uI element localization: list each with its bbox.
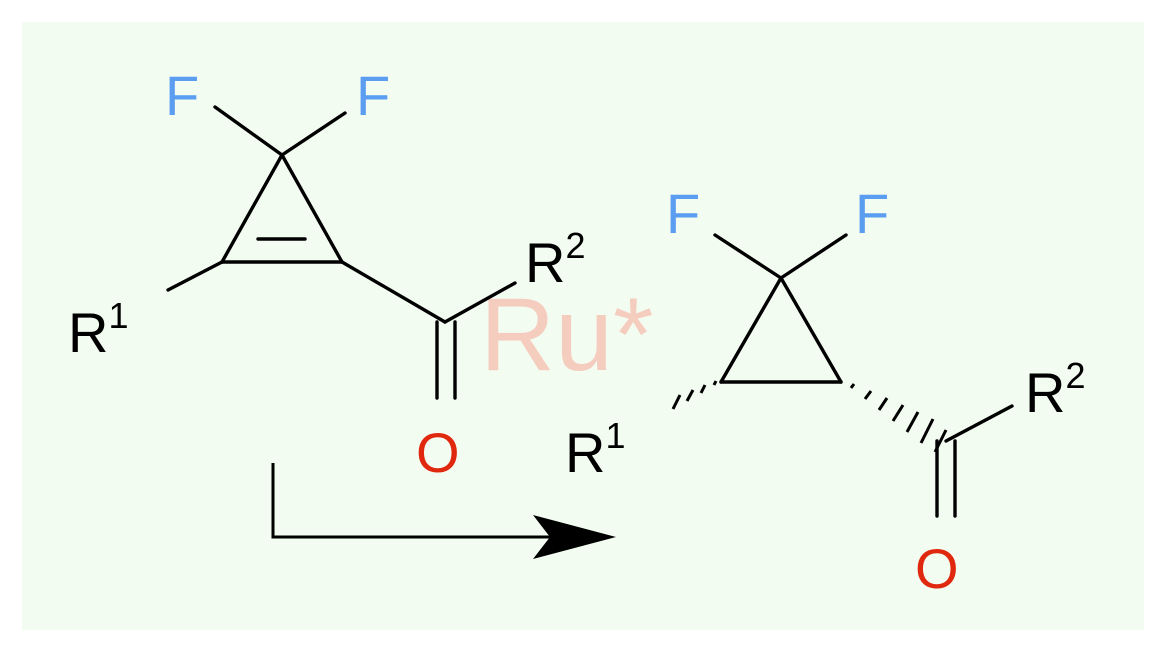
reactant-r2-label: R2	[525, 225, 585, 294]
product-oxygen: O	[915, 537, 959, 600]
catalyst-label: Ru*	[480, 277, 653, 393]
reactant-oxygen: O	[416, 421, 460, 484]
reactant-fluorine-right: F	[356, 64, 390, 127]
product-r1-label: R1	[565, 415, 625, 484]
product-fluorine-right: F	[855, 182, 889, 245]
arrow-shaft	[271, 463, 555, 539]
product-molecule	[713, 233, 1014, 518]
reactant-r1-bond	[166, 260, 224, 292]
product-r2-label: R2	[1025, 355, 1085, 424]
reactant-cf-bond-left	[213, 105, 284, 157]
reactant-cf-bond-right	[280, 111, 347, 157]
product-cf-bond-left	[713, 233, 783, 280]
reactant-r1-text: R	[68, 301, 108, 364]
reactant-molecule	[166, 105, 517, 400]
product-cf-bond-right	[779, 233, 848, 280]
reaction-arrow	[271, 463, 616, 559]
reactant-ring-bond-left	[220, 153, 284, 264]
product-r2-text: R	[1025, 361, 1065, 424]
reactant-r2-bond	[443, 281, 517, 324]
product-acyl-hashed-wedge	[849, 383, 948, 453]
product-r1-superscript: 1	[605, 415, 625, 456]
product-ring-bond-right	[779, 276, 843, 384]
product-r2-superscript: 2	[1065, 355, 1085, 396]
reactant-ring-bond-right	[280, 153, 344, 264]
reactant-r2-text: R	[525, 231, 565, 294]
product-ring-bond-left	[719, 276, 783, 384]
reactant-r1-label: R1	[68, 295, 128, 364]
reactant-fluorine-left: F	[165, 64, 199, 127]
product-r1-text: R	[565, 421, 605, 484]
arrow-head	[533, 515, 616, 559]
reactant-r1-superscript: 1	[108, 295, 128, 336]
product-fluorine-left: F	[666, 182, 700, 245]
reactant-acyl-bond	[340, 260, 447, 324]
reactant-r2-superscript: 2	[565, 225, 585, 266]
product-r1-hashed-wedge	[671, 380, 718, 410]
product-r2-bond	[944, 404, 1014, 443]
